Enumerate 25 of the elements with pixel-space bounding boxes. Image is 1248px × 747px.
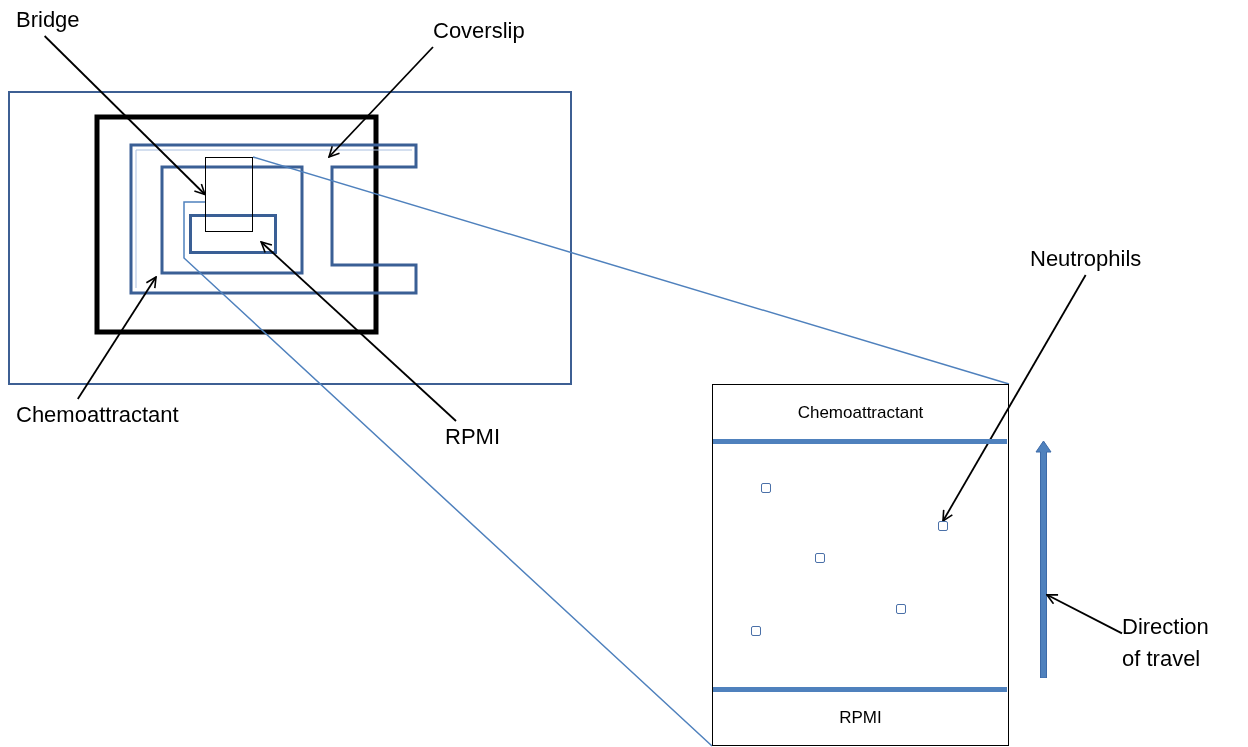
well-outline	[189, 214, 277, 254]
leader-line	[43, 35, 206, 196]
bridge-outline	[205, 157, 253, 232]
leader-line	[1046, 593, 1123, 635]
callout-label: Direction of travel	[1122, 611, 1232, 675]
cell-marker	[815, 553, 825, 563]
zone-label: RPMI	[713, 691, 1008, 745]
leader-line	[76, 276, 157, 400]
cell-marker	[751, 626, 761, 636]
projection-line	[183, 201, 713, 747]
cell-marker	[761, 483, 771, 493]
cell-marker	[938, 521, 948, 531]
leader-line	[260, 241, 457, 422]
callout-label: Coverslip	[433, 15, 525, 47]
callout-label: Neutrophils	[1030, 243, 1142, 275]
inset-panel	[712, 384, 1009, 746]
callout-label: Bridge	[16, 4, 80, 36]
cell-marker	[896, 604, 906, 614]
direction-arrow	[1035, 440, 1052, 678]
leader-line	[942, 274, 1087, 522]
projection-line	[252, 156, 1010, 385]
callout-label: RPMI	[445, 421, 500, 453]
leader-line	[328, 46, 434, 158]
zone-label: Chemoattractant	[713, 385, 1008, 440]
callout-label: Chemoattractant	[16, 399, 179, 431]
